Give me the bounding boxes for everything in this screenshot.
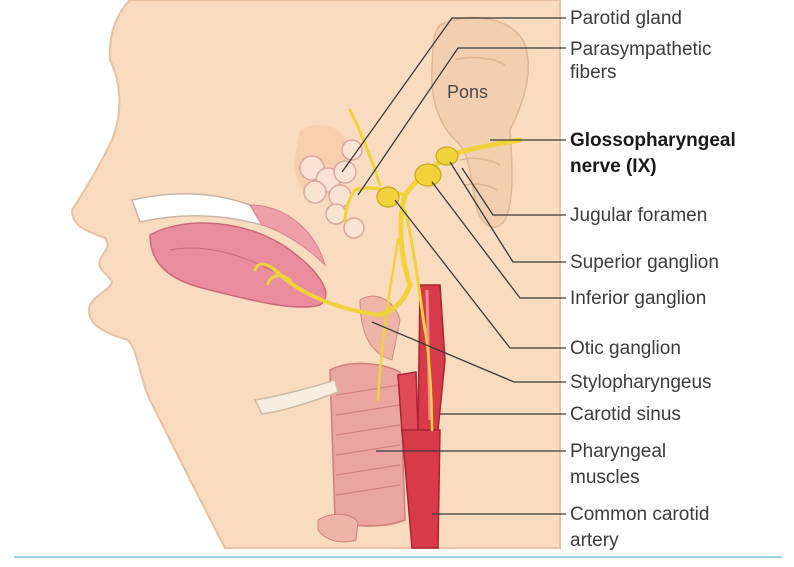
pharyngeal-muscles-label-line2: muscles [570,466,640,489]
external-carotid-artery [398,372,418,432]
parasympathetic-fibers-label-line2: fibers [570,61,616,84]
parasympathetic-fibers-label-line1: Parasympathetic [570,38,712,61]
common-carotid-artery-label-line2: artery [570,529,619,552]
pharyngeal-muscles [330,363,405,526]
otic-ganglion-label: Otic ganglion [570,337,681,360]
stylopharyngeus-label: Stylopharyngeus [570,371,712,394]
superior-ganglion-shape [436,147,458,165]
pons-label: Pons [447,82,488,103]
jugular-foramen-label: Jugular foramen [570,204,707,227]
glossopharyngeal-nerve-label-line1: Glossopharyngeal [570,129,736,152]
common-carotid-artery-label-line1: Common carotid [570,503,709,526]
bottom-divider [14,556,782,558]
parotid-gland-label: Parotid gland [570,7,682,30]
inferior-ganglion-shape [415,164,441,186]
carotid-sinus-label: Carotid sinus [570,403,681,426]
superior-ganglion-label: Superior ganglion [570,251,719,274]
otic-ganglion-shape [377,187,399,207]
glossopharyngeal-nerve-label-line2: nerve (IX) [570,155,657,178]
inferior-ganglion-label: Inferior ganglion [570,287,706,310]
pharyngeal-muscles-label-line1: Pharyngeal [570,440,666,463]
